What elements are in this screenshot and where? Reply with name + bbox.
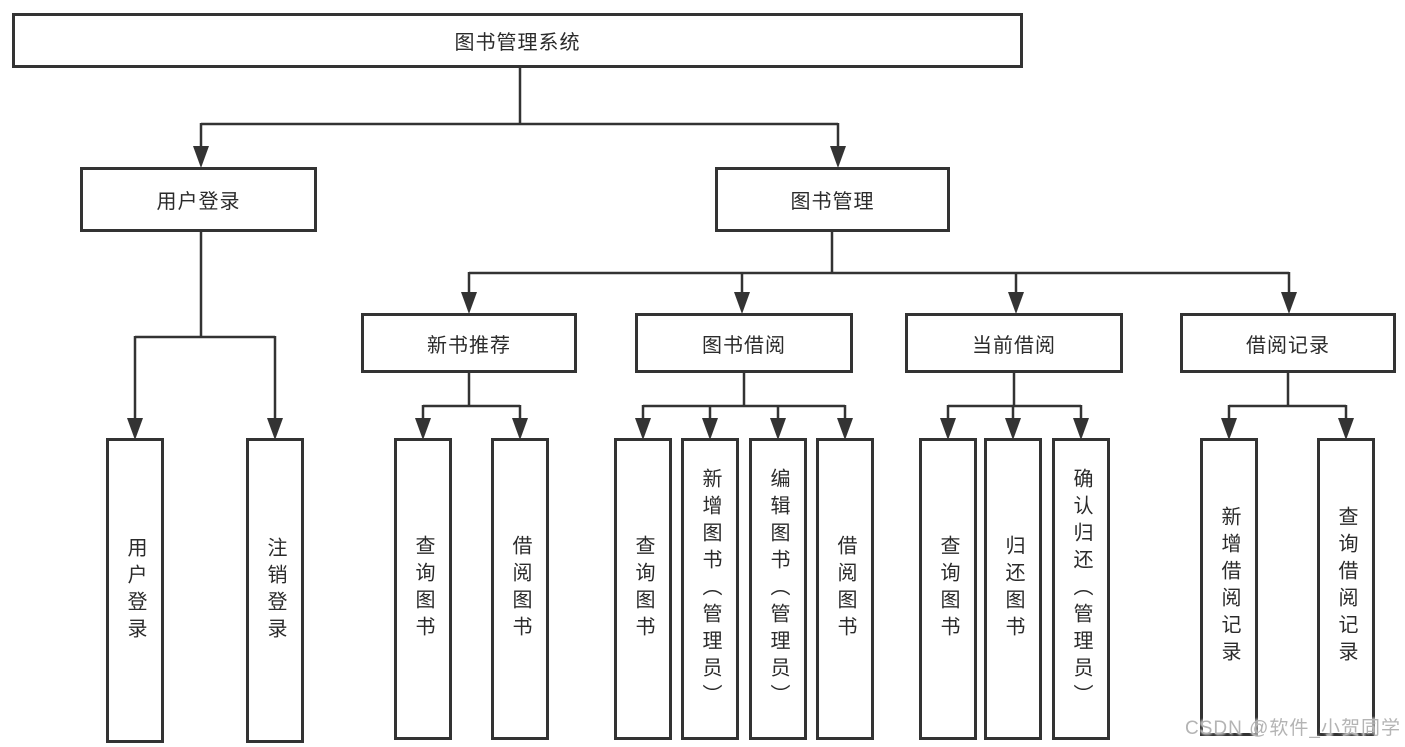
leaf-borrowing-query: 查询图书 xyxy=(614,438,672,740)
leaf-current-query-label: 查询图书 xyxy=(937,535,959,643)
node-user-login-branch: 用户登录 xyxy=(80,167,317,232)
leaf-current-return: 归还图书 xyxy=(984,438,1042,740)
leaf-borrowing-add-admin: 新增图书（管理员） xyxy=(681,438,739,740)
leaf-newbooks-borrow: 借阅图书 xyxy=(491,438,549,740)
node-current-borrowing: 当前借阅 xyxy=(905,313,1123,373)
leaf-records-query-label: 查询借阅记录 xyxy=(1335,506,1357,668)
leaf-borrowing-add-admin-label: 新增图书（管理员） xyxy=(699,467,721,711)
leaf-current-return-label: 归还图书 xyxy=(1002,535,1024,643)
tree-connectors xyxy=(133,66,1348,420)
node-borrowing-records: 借阅记录 xyxy=(1180,313,1396,373)
leaf-borrowing-borrow-label: 借阅图书 xyxy=(834,535,856,643)
leaf-newbooks-borrow-label: 借阅图书 xyxy=(509,535,531,643)
leaf-records-add-label: 新增借阅记录 xyxy=(1218,506,1240,668)
leaf-logout-label: 注销登录 xyxy=(264,536,286,645)
leaf-user-login-label: 用户登录 xyxy=(124,536,146,645)
csdn-watermark: CSDN @软件_小贺同学 xyxy=(1185,718,1401,739)
leaf-user-login: 用户登录 xyxy=(106,438,164,743)
leaf-current-query: 查询图书 xyxy=(919,438,977,740)
leaf-borrowing-borrow: 借阅图书 xyxy=(816,438,874,740)
arrowheads xyxy=(127,146,1354,440)
node-book-management: 图书管理 xyxy=(715,167,950,232)
leaf-logout: 注销登录 xyxy=(246,438,304,743)
leaf-records-add: 新增借阅记录 xyxy=(1200,438,1258,736)
node-new-book-recommend: 新书推荐 xyxy=(361,313,577,373)
leaf-newbooks-query: 查询图书 xyxy=(394,438,452,740)
leaf-newbooks-query-label: 查询图书 xyxy=(412,535,434,643)
node-book-borrowing: 图书借阅 xyxy=(635,313,853,373)
leaf-borrowing-edit-admin: 编辑图书（管理员） xyxy=(749,438,807,740)
leaf-current-confirm-admin: 确认归还（管理员） xyxy=(1052,438,1110,740)
leaf-current-confirm-admin-label: 确认归还（管理员） xyxy=(1070,467,1092,711)
leaf-borrowing-query-label: 查询图书 xyxy=(632,535,654,643)
node-root: 图书管理系统 xyxy=(12,13,1023,68)
leaf-borrowing-edit-admin-label: 编辑图书（管理员） xyxy=(767,467,789,711)
leaf-records-query: 查询借阅记录 xyxy=(1317,438,1375,736)
